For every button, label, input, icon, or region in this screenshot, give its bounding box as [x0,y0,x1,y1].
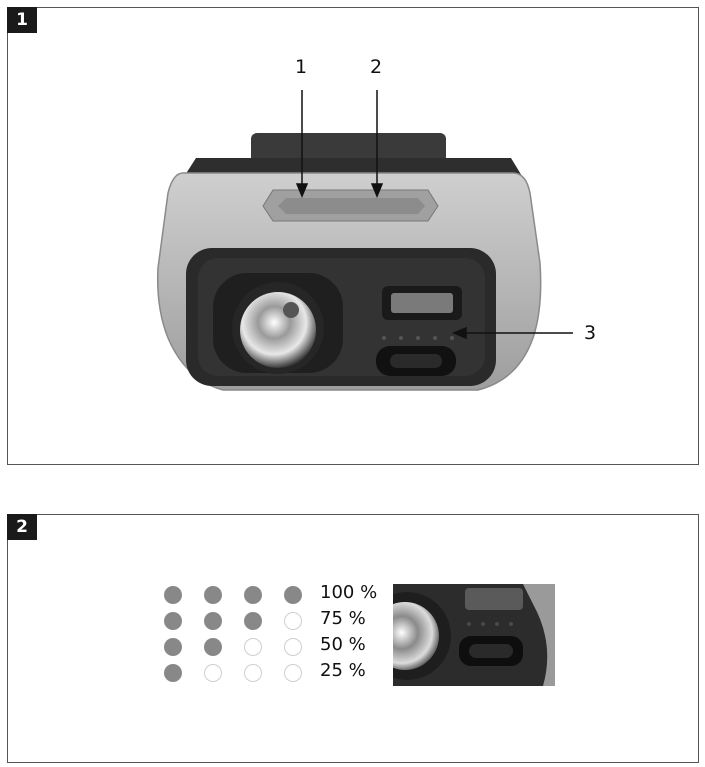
battery-led-unlit [244,664,262,682]
battery-led-lit [164,638,182,656]
battery-led-unlit [284,638,302,656]
battery-led-lit [204,586,222,604]
figure-number-badge: 1 [7,7,37,33]
callout-label-3: 3 [584,322,597,344]
led-lens [213,273,343,374]
battery-level-label: 75 % [320,608,366,629]
headlamp-front-illustration [156,90,573,391]
battery-led-lit [204,638,222,656]
battery-led-lit [164,586,182,604]
battery-led-lit [164,612,182,630]
battery-led-unlit [284,664,302,682]
power-switch [382,286,462,320]
battery-led-unlit [204,664,222,682]
battery-led-lit [204,612,222,630]
battery-led-unlit [244,638,262,656]
callout-leaders [295,90,573,340]
usb-charging-port [376,346,456,376]
battery-level-label: 100 % [320,582,378,603]
battery-led-lit [244,586,262,604]
figure-2-panel: 2 100 % 75 % 50 % 25 % [7,514,699,763]
callout-label-2: 2 [370,56,383,78]
battery-indicator-leds [382,336,454,340]
lamp-closeup-illustration [393,584,555,686]
callout-label-1: 1 [295,56,308,78]
battery-led-lit [164,664,182,682]
figure-number-badge: 2 [7,514,37,540]
battery-led-unlit [284,612,302,630]
battery-led-lit [284,586,302,604]
battery-led-lit [244,612,262,630]
battery-level-label: 25 % [320,660,366,681]
figure-1-panel: 1 [7,7,699,465]
battery-level-label: 50 % [320,634,366,655]
